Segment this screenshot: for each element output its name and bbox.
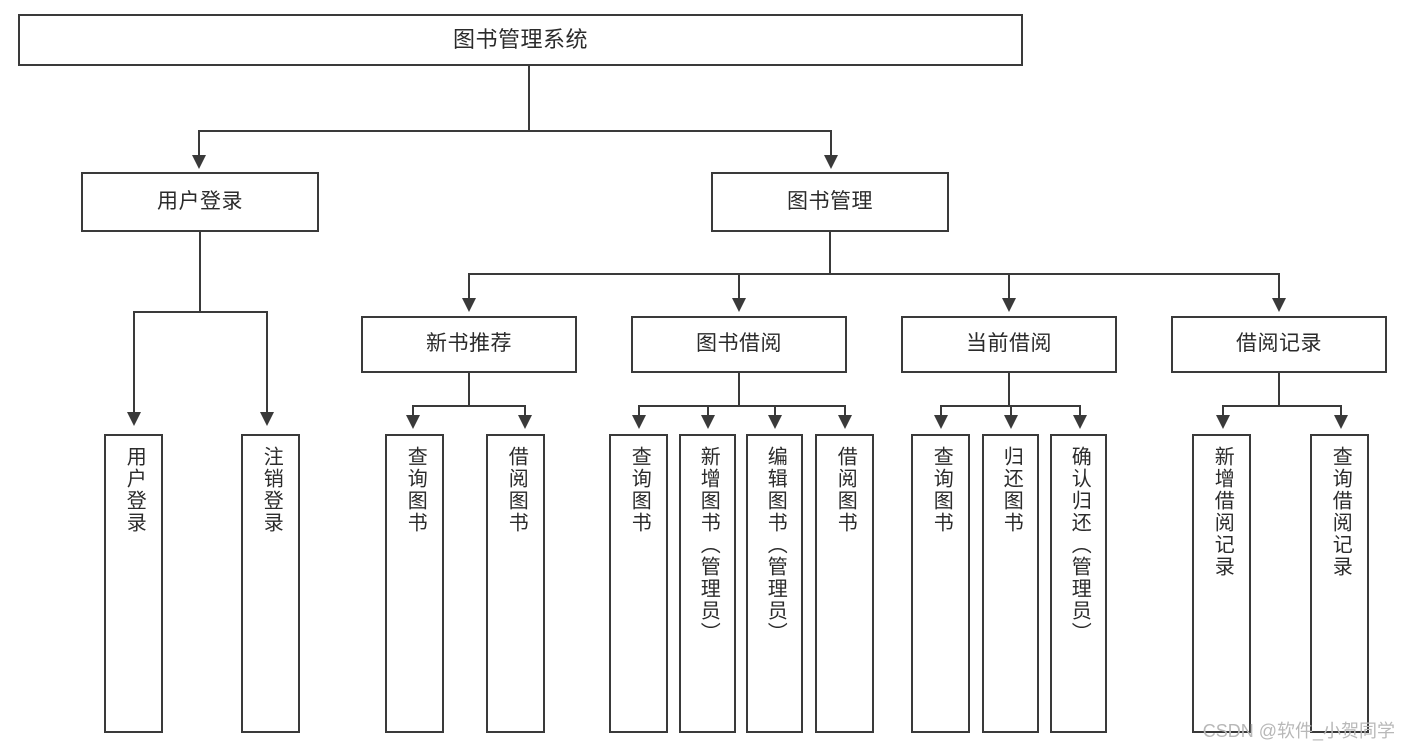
connector-user-login-stem (199, 232, 201, 312)
node-label: 查询图书 (404, 446, 427, 534)
leaf-borrow-record-query-record[interactable]: 查询借阅记录 (1310, 434, 1369, 733)
leaf-user-login-logout[interactable]: 注销登录 (241, 434, 300, 733)
arrow-book-borrow-child-3 (768, 415, 782, 429)
node-borrow-record[interactable]: 借阅记录 (1171, 316, 1387, 373)
connector-to-book-management (830, 130, 832, 157)
connector-new-book-recommend-stem (468, 373, 470, 406)
connector-level3-bus (468, 273, 1280, 275)
arrow-new-book-recommend-child-2 (518, 415, 532, 429)
arrow-borrow-record-child-1 (1216, 415, 1230, 429)
connector-borrow-record-bus (1222, 405, 1340, 407)
arrow-current-borrow-child-1 (934, 415, 948, 429)
connector-to-book-borrow (738, 273, 740, 300)
arrow-new-book-recommend-child-1 (406, 415, 420, 429)
node-label: 用户登录 (123, 446, 146, 534)
arrow-user-login-child-1 (127, 412, 141, 426)
connector-borrow-record-stem (1278, 373, 1280, 406)
arrow-book-borrow-child-2 (701, 415, 715, 429)
arrow-to-user-login (192, 155, 206, 169)
arrow-borrow-record-child-2 (1334, 415, 1348, 429)
leaf-current-borrow-return-book[interactable]: 归还图书 (982, 434, 1039, 733)
connector-borrow-record-child-2 (1340, 405, 1342, 417)
watermark-text: CSDN @软件_小贺同学 (1202, 721, 1395, 741)
leaf-current-borrow-query-book[interactable]: 查询图书 (911, 434, 970, 733)
arrow-current-borrow-child-2 (1004, 415, 1018, 429)
arrow-book-borrow-child-4 (838, 415, 852, 429)
arrow-to-book-borrow (732, 298, 746, 312)
connector-book-borrow-stem (738, 373, 740, 406)
node-label: 新书推荐 (426, 332, 512, 356)
arrow-to-borrow-record (1272, 298, 1286, 312)
node-book-management[interactable]: 图书管理 (711, 172, 949, 232)
connector-book-borrow-child-4 (844, 405, 846, 417)
connector-user-login-child-1 (133, 311, 135, 414)
connector-new-book-recommend-child-2 (524, 405, 526, 417)
arrow-to-new-book-recommend (462, 298, 476, 312)
node-label: 查询借阅记录 (1329, 446, 1352, 578)
connector-to-new-book-recommend (468, 273, 470, 300)
node-label: 借阅图书 (505, 446, 528, 534)
arrow-to-current-borrow (1002, 298, 1016, 312)
connector-current-borrow-bus (940, 405, 1079, 407)
leaf-new-book-borrow-book[interactable]: 借阅图书 (486, 434, 545, 733)
connector-current-borrow-child-2 (1010, 405, 1012, 417)
connector-root-stem (528, 66, 530, 131)
connector-level2-bus (198, 130, 832, 132)
node-user-login[interactable]: 用户登录 (81, 172, 319, 232)
leaf-book-borrow-add-book-admin[interactable]: 新增图书（管理员） (679, 434, 736, 733)
node-current-borrow[interactable]: 当前借阅 (901, 316, 1117, 373)
arrow-book-borrow-child-1 (632, 415, 646, 429)
node-label: 当前借阅 (966, 332, 1052, 356)
connector-book-borrow-child-3 (774, 405, 776, 417)
node-label: 归还图书 (1000, 446, 1023, 534)
connector-to-borrow-record (1278, 273, 1280, 300)
connector-new-book-recommend-child-1 (412, 405, 414, 417)
node-label: 借阅记录 (1236, 332, 1322, 356)
node-label: 借阅图书 (834, 446, 857, 534)
connector-user-login-bus (133, 311, 266, 313)
arrow-current-borrow-child-3 (1073, 415, 1087, 429)
leaf-new-book-query-book[interactable]: 查询图书 (385, 434, 444, 733)
node-label: 新增图书（管理员） (697, 446, 720, 644)
connector-current-borrow-child-1 (940, 405, 942, 417)
node-label: 新增借阅记录 (1211, 446, 1234, 578)
connector-book-borrow-bus (638, 405, 844, 407)
leaf-borrow-record-add-record[interactable]: 新增借阅记录 (1192, 434, 1251, 733)
connector-current-borrow-child-3 (1079, 405, 1081, 417)
leaf-book-borrow-edit-book-admin[interactable]: 编辑图书（管理员） (746, 434, 803, 733)
node-label: 图书借阅 (696, 332, 782, 356)
arrow-to-book-management (824, 155, 838, 169)
node-root-book-management-system[interactable]: 图书管理系统 (18, 14, 1023, 66)
node-label: 查询图书 (628, 446, 651, 534)
connector-to-user-login (198, 130, 200, 157)
arrow-user-login-child-2 (260, 412, 274, 426)
connector-borrow-record-child-1 (1222, 405, 1224, 417)
node-label: 用户登录 (157, 189, 243, 213)
leaf-book-borrow-query-book[interactable]: 查询图书 (609, 434, 668, 733)
leaf-current-borrow-confirm-return-admin[interactable]: 确认归还（管理员） (1050, 434, 1107, 733)
leaf-user-login-login[interactable]: 用户登录 (104, 434, 163, 733)
node-label: 确认归还（管理员） (1068, 446, 1091, 644)
node-book-borrow[interactable]: 图书借阅 (631, 316, 847, 373)
node-label: 注销登录 (260, 446, 283, 534)
connector-to-current-borrow (1008, 273, 1010, 300)
connector-user-login-child-2 (266, 311, 268, 414)
connector-book-borrow-child-2 (707, 405, 709, 417)
connector-book-management-stem (829, 232, 831, 274)
connector-new-book-recommend-bus (412, 405, 524, 407)
node-label: 图书管理系统 (452, 27, 588, 53)
node-label: 图书管理 (787, 189, 873, 213)
connector-current-borrow-stem (1008, 373, 1010, 406)
node-label: 编辑图书（管理员） (764, 446, 787, 644)
connector-book-borrow-child-1 (638, 405, 640, 417)
leaf-book-borrow-borrow-book[interactable]: 借阅图书 (815, 434, 874, 733)
node-label: 查询图书 (930, 446, 953, 534)
node-new-book-recommend[interactable]: 新书推荐 (361, 316, 577, 373)
